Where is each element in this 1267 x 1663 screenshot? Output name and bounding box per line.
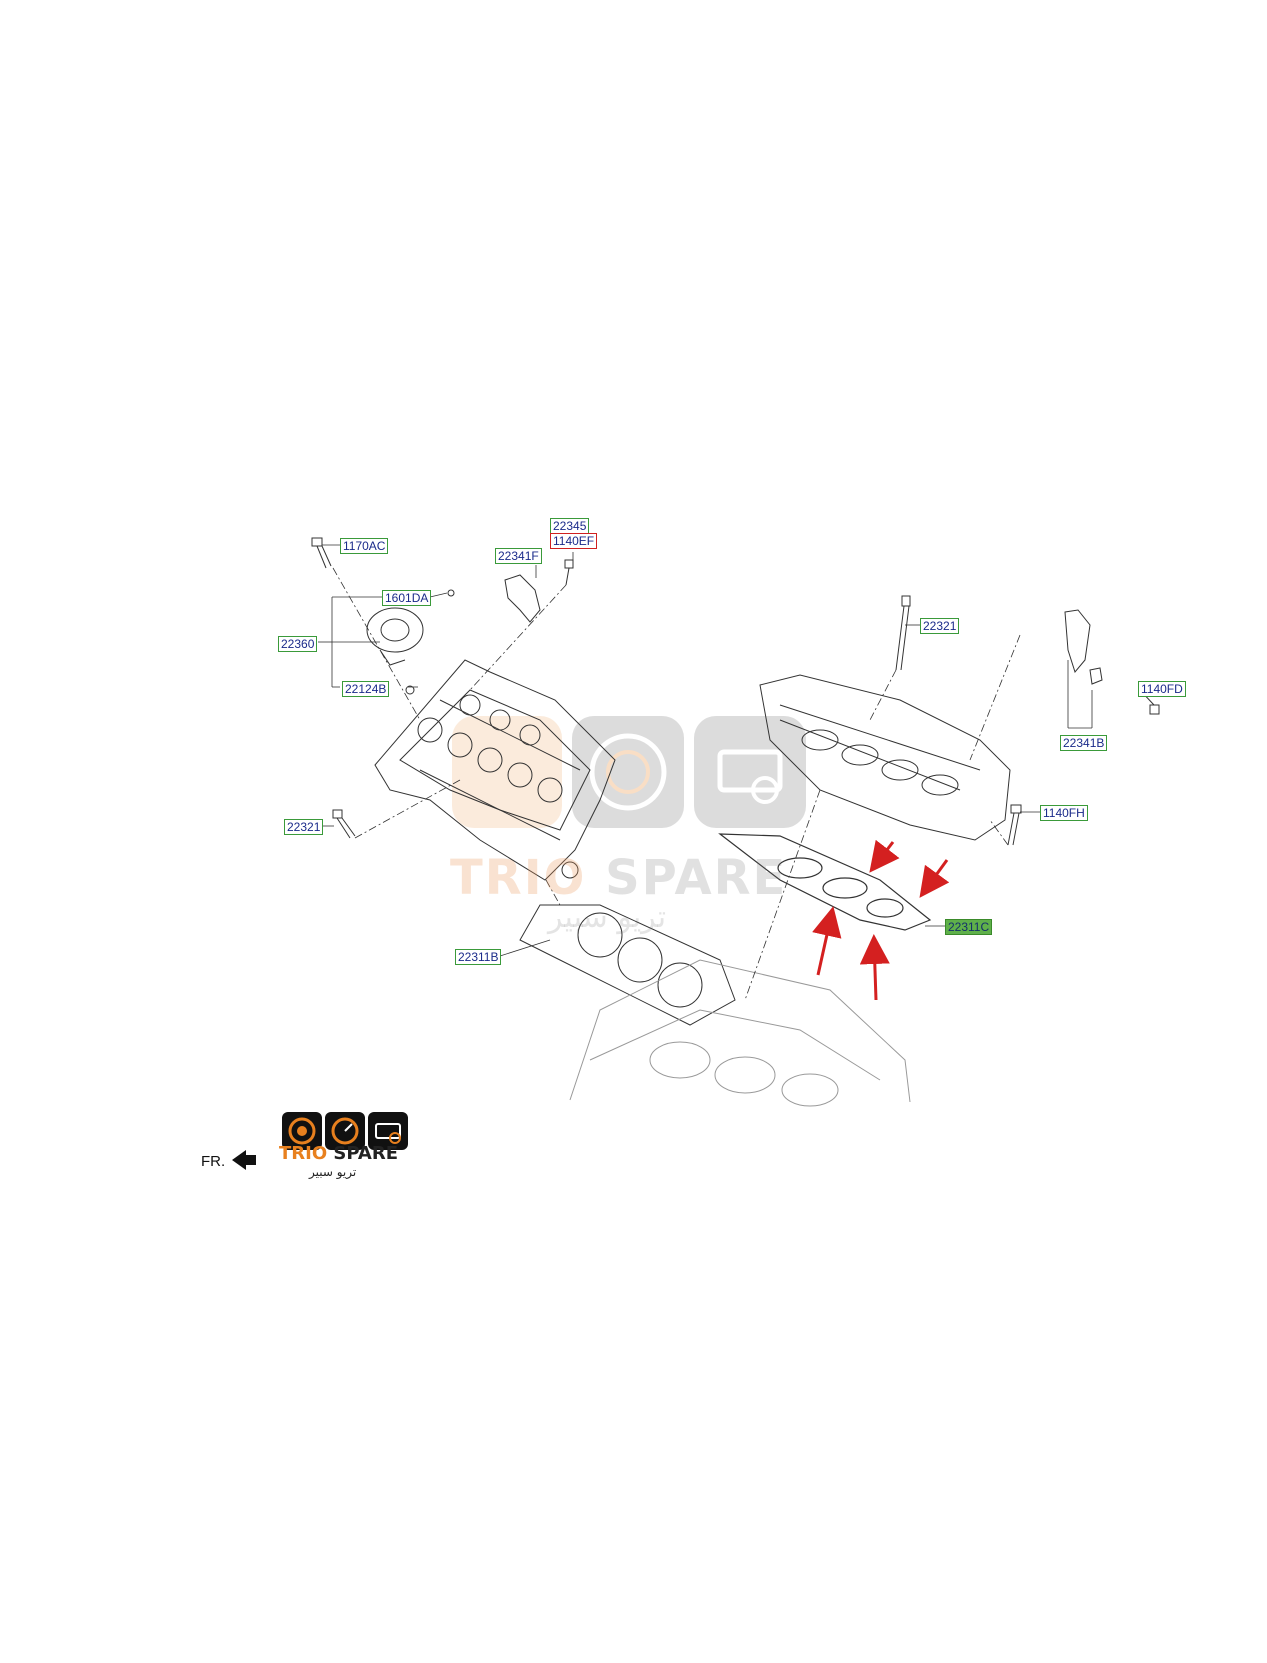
label-22360[interactable]: 22360 (278, 636, 318, 652)
brand-logo-icons (282, 1112, 408, 1150)
bolt-1140fh (1007, 804, 1022, 846)
front-arrow-icon (232, 1150, 256, 1170)
label-22345[interactable]: 22345 (550, 518, 590, 534)
logo-spare: SPARE (333, 1143, 399, 1164)
brand-logo-arabic: تريو سبير (309, 1165, 357, 1179)
cam-sensor-right (1064, 609, 1160, 715)
label-22321-right[interactable]: 22321 (920, 618, 960, 634)
label-1140ef[interactable]: 1140EF (550, 533, 598, 549)
label-1140fd[interactable]: 1140FD (1138, 681, 1186, 697)
watermark-trio: TRIO (450, 850, 587, 906)
bolt-1170ac (311, 537, 332, 569)
watermark-arabic: تريو سبير (548, 900, 667, 935)
highlight-arrows (812, 839, 950, 1001)
right-cylinder-head (759, 674, 1011, 841)
label-22311c[interactable]: 22311C (945, 919, 993, 935)
engine-block (569, 959, 911, 1107)
label-22341f[interactable]: 22341F (495, 548, 542, 564)
right-head-gasket (718, 833, 932, 931)
alignment-lines (332, 567, 1021, 1001)
front-indicator-label: FR. (201, 1153, 226, 1170)
cam-sensor-left (504, 559, 574, 623)
watermark-brand: TRIO SPARE (450, 850, 787, 906)
label-22124b[interactable]: 22124B (342, 681, 390, 697)
logo-trio: TRIO (279, 1143, 328, 1164)
bolt-22321-right (895, 595, 911, 671)
bolt-22321-left (332, 809, 356, 839)
watermark-spare: SPARE (605, 850, 788, 906)
label-1601da[interactable]: 1601DA (382, 590, 432, 606)
oil-control-valve (366, 589, 455, 695)
label-1140fh[interactable]: 1140FH (1040, 805, 1088, 821)
leader-lines (318, 544, 1160, 957)
label-22311b[interactable]: 22311B (455, 949, 502, 965)
label-22321-left[interactable]: 22321 (284, 819, 324, 835)
left-cylinder-head (374, 659, 616, 881)
label-1170ac[interactable]: 1170AC (340, 538, 389, 554)
brand-logo-text: TRIO SPARE (279, 1143, 398, 1164)
label-22341b[interactable]: 22341B (1060, 735, 1108, 751)
